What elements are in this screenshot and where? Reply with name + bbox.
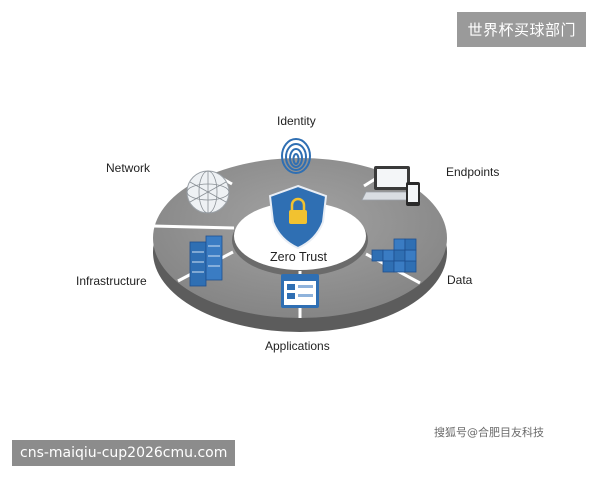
url-badge: cns-maiqiu-cup2026cmu.com <box>12 440 236 466</box>
segment-label-network: Network <box>106 161 151 175</box>
segment-label-endpoints: Endpoints <box>446 165 500 179</box>
segment-label-data: Data <box>447 273 473 287</box>
globe-network-icon <box>186 170 230 214</box>
segment-label-applications: Applications <box>265 339 330 353</box>
cubes-icon <box>371 238 417 273</box>
fingerprint-icon <box>281 138 311 174</box>
laptop-phone-icon <box>361 166 421 206</box>
top-right-badge: 世界杯买球部门 <box>457 12 586 47</box>
app-window-icon <box>281 274 319 308</box>
segment-label-identity: Identity <box>277 114 316 128</box>
source-watermark: 搜狐号@合肥目友科技 <box>434 426 544 439</box>
shield-lock-icon <box>268 184 328 250</box>
server-rack-icon <box>189 235 223 287</box>
center-label: Zero Trust <box>270 250 327 264</box>
segment-label-infrastructure: Infrastructure <box>76 274 147 288</box>
